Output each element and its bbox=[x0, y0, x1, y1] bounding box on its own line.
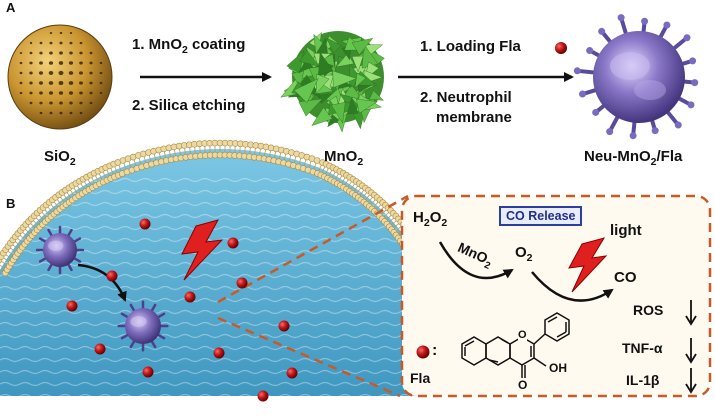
silica-particle bbox=[8, 25, 112, 129]
fla-legend-label: Fla bbox=[410, 370, 430, 386]
step-neutrophil-line2: membrane bbox=[436, 109, 512, 126]
fla-legend-colon: : bbox=[432, 342, 437, 360]
label-ros: ROS bbox=[633, 302, 663, 318]
fla-dot-legend-b bbox=[417, 346, 430, 359]
label-neu-mno2-fla: Neu-MnO2/Fla bbox=[584, 148, 682, 168]
fla-dot-legend-a bbox=[555, 42, 567, 54]
step-neutrophil-line1: 2. Neutrophil bbox=[420, 89, 512, 106]
mno2-particle bbox=[281, 31, 385, 132]
step-loading-fla: 1. Loading Fla bbox=[420, 38, 521, 55]
label-il-1beta: IL-1β bbox=[626, 372, 659, 388]
label-mno2: MnO2 bbox=[324, 148, 363, 168]
label-oh: OH bbox=[549, 361, 567, 375]
co-release-box: CO Release bbox=[499, 206, 582, 226]
label-tnf-alpha: TNF-α bbox=[622, 340, 662, 356]
label-ring-o: O bbox=[518, 329, 527, 341]
label-light: light bbox=[610, 222, 642, 239]
label-ketone-o: O bbox=[518, 378, 527, 392]
panel-a-letter: A bbox=[6, 0, 15, 15]
label-co: CO bbox=[614, 269, 637, 286]
label-sio2: SiO2 bbox=[44, 148, 76, 168]
panel-b-letter: B bbox=[6, 196, 15, 211]
step-silica-etching: 2. Silica etching bbox=[132, 97, 245, 114]
label-h2o2: H2O2 bbox=[413, 209, 447, 229]
label-o2: O2 bbox=[515, 244, 533, 264]
neutrophil-particle bbox=[574, 14, 698, 139]
step-mno2-coating: 1. MnO2 coating bbox=[132, 36, 245, 56]
